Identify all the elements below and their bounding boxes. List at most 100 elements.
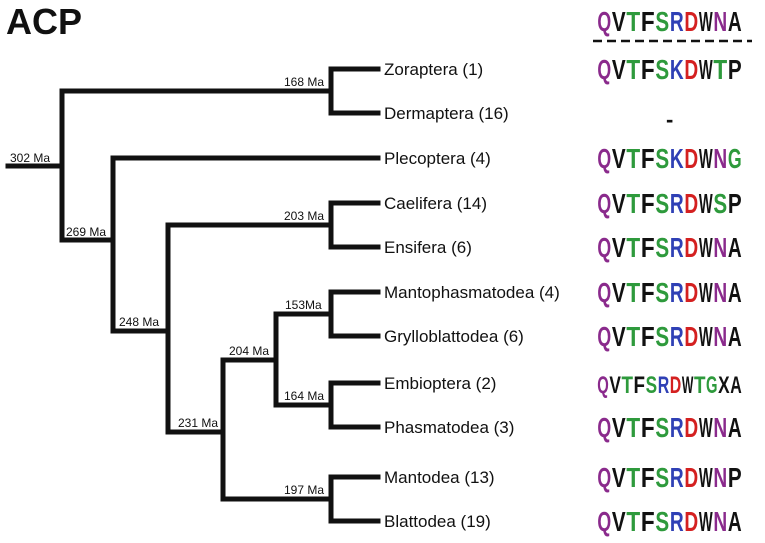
tree-branches bbox=[5, 66, 381, 524]
logo-letter: T bbox=[626, 277, 640, 308]
logo-letter: T bbox=[626, 321, 640, 352]
logo-letter: T bbox=[626, 462, 640, 493]
logo-letter: S bbox=[646, 372, 658, 399]
node-age-labels: 302 Ma 269 Ma 248 Ma 231 Ma 204 Ma 168 M… bbox=[10, 75, 324, 497]
logo-letter: P bbox=[728, 462, 742, 493]
logo-letter: V bbox=[609, 372, 621, 399]
taxon-label-zoraptera: Zoraptera (1) bbox=[384, 60, 483, 79]
logo-letter: D bbox=[684, 506, 698, 537]
logo-letter: V bbox=[612, 143, 626, 174]
logo-letter: Q bbox=[597, 372, 609, 399]
logo-letter: F bbox=[641, 143, 655, 174]
logo-letter: T bbox=[626, 506, 640, 537]
logo-letter: N bbox=[713, 6, 727, 37]
logo-letter: W bbox=[699, 232, 713, 263]
logo-letter: F bbox=[634, 372, 646, 399]
logo-letter: T bbox=[713, 54, 727, 85]
logo-letter: S bbox=[655, 277, 669, 308]
logo-letter: S bbox=[655, 6, 669, 37]
logo-letter: V bbox=[612, 462, 626, 493]
logo-letter: G bbox=[706, 372, 718, 399]
logo-letter: S bbox=[713, 188, 727, 219]
logo-letter: V bbox=[612, 188, 626, 219]
logo-letter: T bbox=[626, 188, 640, 219]
logo-letter: D bbox=[684, 54, 698, 85]
age-label-231: 231 Ma bbox=[178, 416, 218, 430]
logo-letter: W bbox=[682, 372, 694, 399]
logo-letter: X bbox=[718, 372, 730, 399]
logo-letter: W bbox=[699, 412, 713, 443]
age-label-164: 164 Ma bbox=[284, 389, 324, 403]
logo-letter: R bbox=[670, 6, 684, 37]
logo-letter: A bbox=[728, 232, 742, 263]
logo-letter: W bbox=[699, 506, 713, 537]
logo-letter: F bbox=[641, 412, 655, 443]
logo-letter: A bbox=[728, 506, 742, 537]
logo-letter: Q bbox=[597, 412, 611, 443]
logo-letter: R bbox=[658, 372, 670, 399]
logo-letter: S bbox=[655, 412, 669, 443]
age-label-168: 168 Ma bbox=[284, 75, 324, 89]
logo-letter: S bbox=[655, 321, 669, 352]
logo-letter: T bbox=[626, 54, 640, 85]
logo-letter: W bbox=[699, 277, 713, 308]
logo-letter: Q bbox=[597, 188, 611, 219]
logo-letter: D bbox=[684, 412, 698, 443]
logo-letter: F bbox=[641, 54, 655, 85]
logo-letter: T bbox=[626, 232, 640, 263]
logo-letter: R bbox=[670, 506, 684, 537]
logo-letter: Q bbox=[597, 506, 611, 537]
logo-letter: T bbox=[694, 372, 706, 399]
logo-letter: R bbox=[670, 232, 684, 263]
logo-letter: D bbox=[684, 321, 698, 352]
logo-letter: Q bbox=[597, 54, 611, 85]
logo-letter: N bbox=[713, 506, 727, 537]
logo-letter: W bbox=[699, 462, 713, 493]
logo-letter: F bbox=[641, 506, 655, 537]
logo-letter: R bbox=[670, 462, 684, 493]
taxon-label-mantodea: Mantodea (13) bbox=[384, 468, 495, 487]
logo-letter: D bbox=[684, 462, 698, 493]
taxon-label-plecoptera: Plecoptera (4) bbox=[384, 149, 491, 168]
age-label-269: 269 Ma bbox=[66, 225, 106, 239]
logo-letter: D bbox=[684, 188, 698, 219]
logo-letter: R bbox=[670, 277, 684, 308]
logo-letter: Q bbox=[597, 321, 611, 352]
logo-letter: A bbox=[728, 321, 742, 352]
logo-letter: W bbox=[699, 188, 713, 219]
logo-letter: V bbox=[612, 54, 626, 85]
logo-letter: Q bbox=[597, 462, 611, 493]
logo-letter: A bbox=[728, 6, 742, 37]
logo-letter: F bbox=[641, 321, 655, 352]
logo-letter: Q bbox=[597, 277, 611, 308]
logo-letter: N bbox=[713, 321, 727, 352]
taxon-label-ensifera: Ensifera (6) bbox=[384, 238, 472, 257]
age-label-203: 203 Ma bbox=[284, 209, 324, 223]
age-label-204: 204 Ma bbox=[229, 344, 269, 358]
logo-letter: V bbox=[612, 232, 626, 263]
age-label-302: 302 Ma bbox=[10, 151, 50, 165]
logo-letter: V bbox=[612, 277, 626, 308]
logo-letter: W bbox=[699, 143, 713, 174]
logo-letter: S bbox=[655, 143, 669, 174]
logo-letter: K bbox=[670, 143, 684, 174]
logo-letter: V bbox=[612, 6, 626, 37]
logo-letter: F bbox=[641, 6, 655, 37]
logo-letter: N bbox=[713, 143, 727, 174]
logo-letter: T bbox=[626, 412, 640, 443]
logo-letter: Q bbox=[597, 143, 611, 174]
figure-title: ACP bbox=[6, 1, 82, 42]
taxon-label-mantophasmatodea: Mantophasmatodea (4) bbox=[384, 283, 560, 302]
taxon-label-grylloblattodea: Grylloblattodea (6) bbox=[384, 327, 524, 346]
